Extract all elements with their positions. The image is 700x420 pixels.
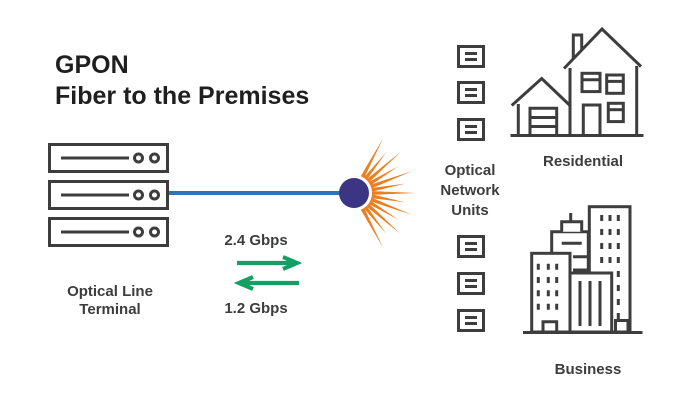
onu-icon	[457, 235, 485, 258]
house-icon	[510, 26, 644, 137]
splitter-ray	[360, 208, 384, 248]
splitter-ray	[371, 194, 406, 203]
server-led-icon	[133, 189, 144, 201]
arrow-left-icon	[233, 275, 299, 291]
building-icon	[523, 205, 643, 334]
downstream-rate-label: 2.4 Gbps	[224, 232, 288, 249]
server-slot-line	[61, 156, 129, 160]
olt-label: Optical Line Terminal	[67, 283, 153, 318]
olt-server-icon	[48, 217, 169, 247]
optical-splitter-icon	[339, 138, 416, 248]
arrow-right-icon	[237, 255, 303, 271]
server-led-icon	[149, 226, 160, 238]
server-slot-line	[61, 230, 129, 234]
onu-icon	[457, 309, 485, 332]
splitter-ray	[370, 197, 413, 215]
server-slot-line	[61, 193, 129, 197]
splitter-ray	[371, 183, 406, 192]
olt-server-icon	[48, 180, 169, 210]
splitter-ray	[366, 203, 401, 234]
onu-icon	[457, 118, 485, 141]
upstream-rate-label: 1.2 Gbps	[224, 300, 288, 317]
server-led-icon	[133, 226, 144, 238]
splitter-ray	[368, 166, 399, 186]
residential-label: Residential	[542, 153, 624, 170]
olt-server-icon	[48, 143, 169, 173]
splitter-ray	[366, 152, 401, 183]
splitter-ray	[363, 205, 387, 234]
onu-icon	[457, 81, 485, 104]
page-title: GPON Fiber to the Premises	[55, 50, 309, 112]
onu-icon	[457, 272, 485, 295]
onu-label: Optical Network Units	[440, 162, 500, 219]
splitter-ray	[363, 152, 387, 181]
splitter-ray	[372, 191, 416, 195]
business-label: Business	[554, 361, 622, 378]
server-led-icon	[133, 152, 144, 164]
splitter-rays	[360, 138, 416, 248]
fiber-line	[169, 191, 343, 195]
title-line-2: Fiber to the Premises	[55, 82, 310, 110]
splitter-node	[339, 178, 369, 208]
onu-icon	[457, 45, 485, 68]
title-line-1: GPON	[55, 51, 129, 79]
splitter-ray	[370, 171, 413, 189]
server-led-icon	[149, 152, 160, 164]
server-led-icon	[149, 189, 160, 201]
splitter-ray	[360, 138, 384, 178]
splitter-ray	[368, 200, 399, 220]
